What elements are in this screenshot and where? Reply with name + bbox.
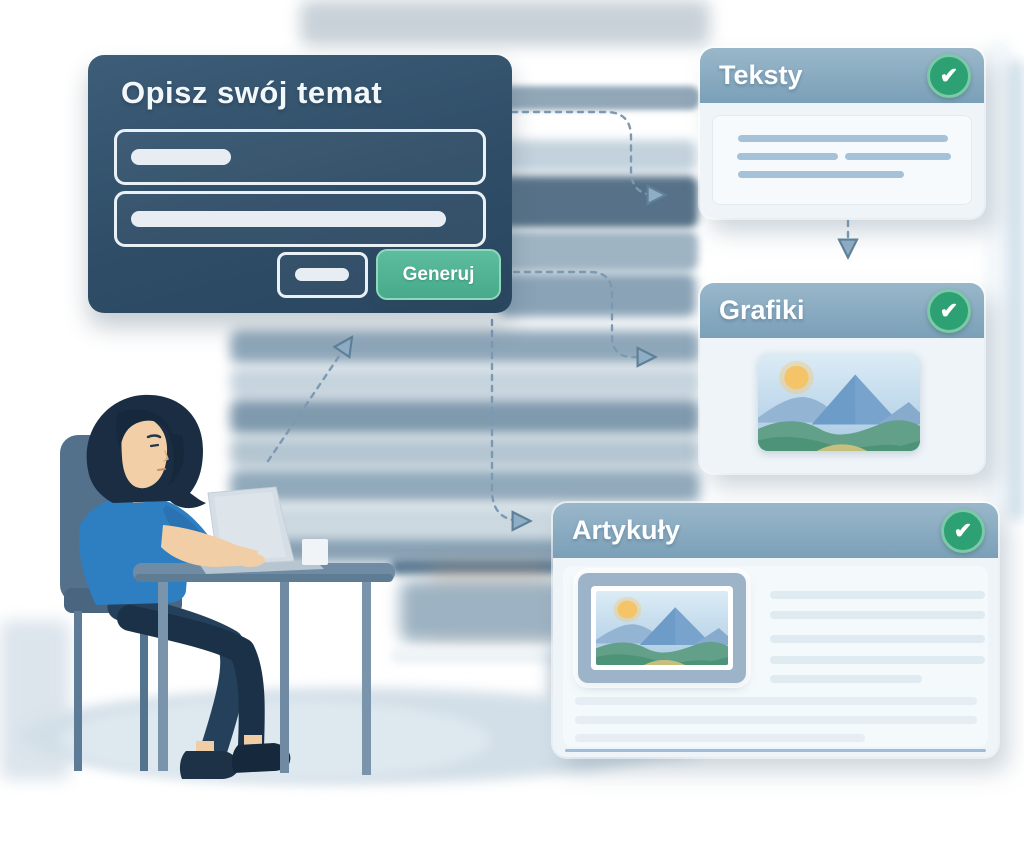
article-image-frame bbox=[578, 573, 746, 683]
generate-button[interactable]: Generuj bbox=[376, 249, 501, 300]
background-stripe bbox=[230, 437, 700, 467]
person-at-laptop-illustration bbox=[60, 394, 395, 779]
mountain-image bbox=[758, 353, 920, 451]
secondary-button[interactable] bbox=[277, 252, 368, 298]
text-placeholder-line bbox=[845, 153, 951, 160]
arrow-form-to-grafiki bbox=[512, 270, 652, 357]
arrow-form-to-artykuly bbox=[490, 318, 527, 521]
background-stripe bbox=[300, 0, 710, 46]
arrow-form-to-teksty bbox=[510, 110, 662, 195]
topic-input-field[interactable] bbox=[114, 129, 486, 185]
person-arm bbox=[161, 525, 265, 567]
output-card-teksty: Teksty ✔ bbox=[700, 48, 984, 218]
article-text-line bbox=[575, 734, 865, 742]
background-wall-edge bbox=[1008, 60, 1024, 520]
card-header: Grafiki ✔ bbox=[700, 283, 984, 338]
article-text-line bbox=[575, 697, 977, 705]
background-stripe bbox=[500, 119, 618, 131]
background-stripe bbox=[230, 399, 700, 435]
details-input-field[interactable] bbox=[114, 191, 486, 247]
article-text-line bbox=[575, 716, 977, 724]
card-title: Teksty bbox=[719, 60, 803, 90]
article-text-line bbox=[770, 635, 985, 643]
text-preview-panel bbox=[712, 115, 972, 205]
input-text-placeholder bbox=[131, 211, 446, 227]
article-text-line bbox=[770, 656, 985, 664]
card-header: Teksty ✔ bbox=[700, 48, 984, 103]
check-icon: ✔ bbox=[927, 53, 971, 98]
check-icon: ✔ bbox=[941, 508, 985, 553]
desk bbox=[133, 563, 395, 775]
card-title: Grafiki bbox=[719, 295, 805, 325]
form-title: Opisz swój temat bbox=[121, 75, 383, 110]
check-icon: ✔ bbox=[927, 288, 971, 333]
article-image-mat bbox=[591, 586, 733, 670]
mountain-image bbox=[596, 591, 728, 665]
input-text-placeholder bbox=[131, 149, 231, 165]
text-placeholder-line bbox=[738, 135, 948, 142]
card-bottom-accent bbox=[565, 749, 986, 752]
background-stripe bbox=[498, 86, 700, 110]
output-card-artykuly: Artykuły ✔ bbox=[553, 503, 998, 757]
card-header: Artykuły ✔ bbox=[553, 503, 998, 558]
text-placeholder-line bbox=[738, 171, 904, 178]
text-placeholder-line bbox=[737, 153, 838, 160]
background-stripe bbox=[498, 273, 696, 317]
article-text-line bbox=[770, 591, 985, 599]
card-title: Artykuły bbox=[572, 515, 681, 545]
output-card-grafiki: Grafiki ✔ bbox=[700, 283, 984, 473]
button-text-placeholder bbox=[295, 268, 349, 281]
background-stripe bbox=[498, 140, 696, 172]
background-stripe bbox=[230, 469, 700, 503]
article-text-line bbox=[770, 611, 985, 619]
background-stripe bbox=[498, 231, 698, 271]
topic-form-panel: Opisz swój temat Generuj bbox=[88, 55, 512, 313]
article-text-line bbox=[770, 675, 922, 683]
background-stripe bbox=[230, 367, 700, 397]
arrow-person-to-form bbox=[266, 340, 350, 463]
person-figure bbox=[78, 394, 291, 779]
background-stripe bbox=[230, 330, 700, 364]
